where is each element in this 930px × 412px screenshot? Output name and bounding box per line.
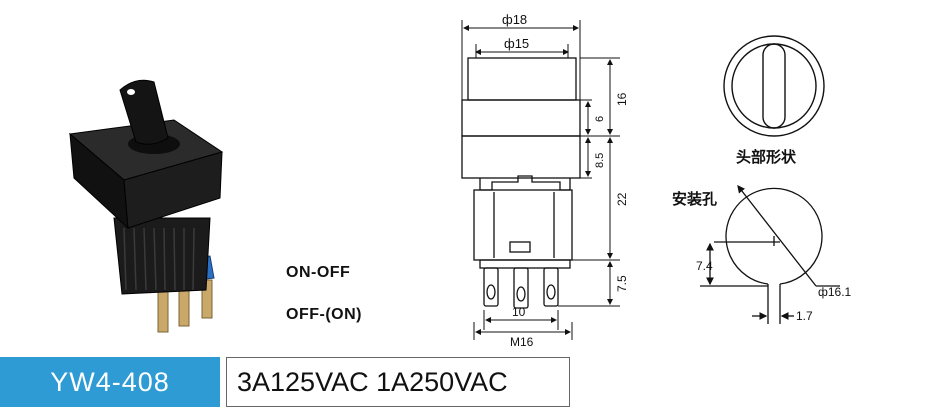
switch-product-photo [68,79,224,333]
model-number: YW4-408 [0,357,220,407]
dim-height-cap: 6 [594,116,606,122]
dim-inner-diameter: ф15 [504,36,529,51]
electrical-rating: 3A125VAC 1A250VAC [226,357,570,407]
dim-height-top: 16 [615,92,629,106]
mounting-hole-label: 安装孔 [672,190,717,208]
dim-height-body: 22 [615,192,629,206]
dim-hole-diameter: ф16.1 [818,285,852,299]
side-view [461,57,581,309]
mode-label-off-on: OFF-(ON) [286,306,362,323]
dim-key-width: 1.7 [796,309,813,323]
technical-drawing: ф18 ф15 10 M16 16 6 8.5 22 7.5 头部形状 [461,12,852,349]
dim-thread: M16 [510,335,534,349]
dim-height-pins: 7.5 [615,275,629,292]
head-shape-label: 头部形状 [736,148,797,166]
mounting-hole-view [700,184,840,324]
dim-outer-diameter: ф18 [502,12,527,27]
dim-pin-spacing: 10 [512,305,526,319]
spec-bar: YW4-408 3A125VAC 1A250VAC [0,355,930,410]
dim-height-mid: 8.5 [594,153,606,168]
head-shape-view [723,35,825,137]
mode-label-on-off: ON-OFF [286,264,351,281]
dim-flat-offset: 7.4 [696,259,713,273]
